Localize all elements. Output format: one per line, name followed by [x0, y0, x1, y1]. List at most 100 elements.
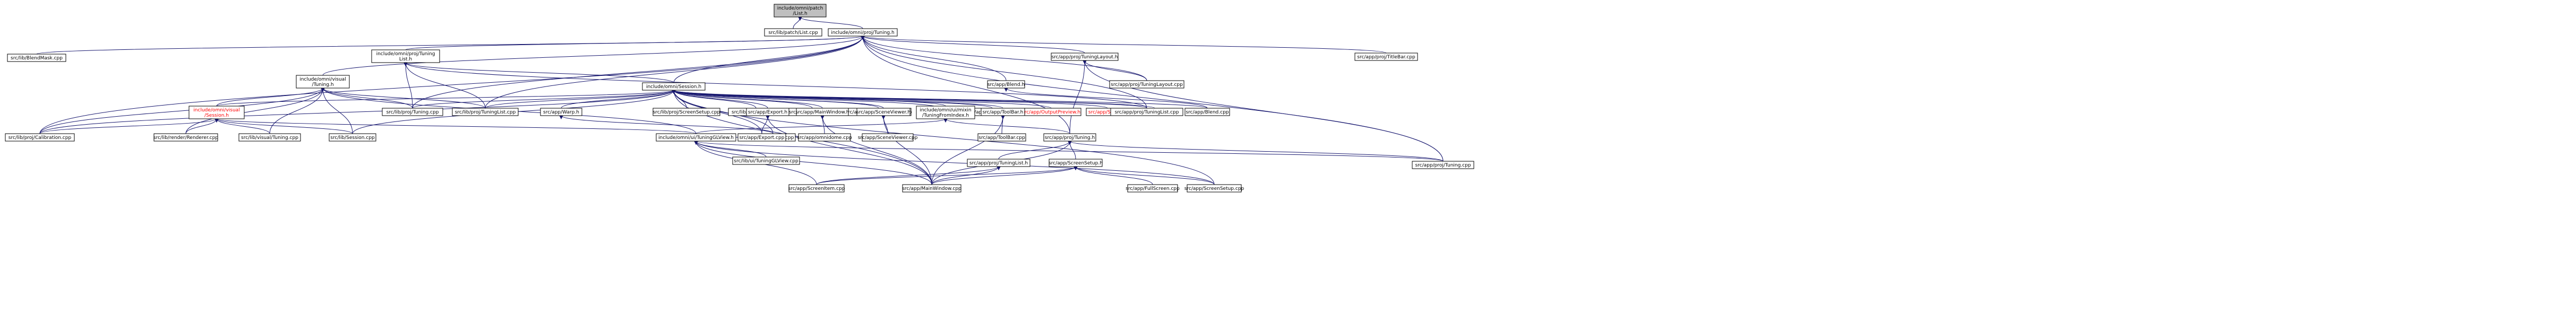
graph-node-n27[interactable]: include/omni/ui/mixin/TuningFromIndex.h — [916, 106, 975, 119]
graph-node-n45[interactable]: src/app/proj/Tuning.cpp — [1412, 161, 1474, 169]
dependency-edge — [861, 36, 1070, 134]
node-label: src/app/MainWindow.cpp — [902, 186, 961, 191]
node-box — [1354, 53, 1418, 61]
node-label: /Tuning.h — [312, 82, 333, 88]
graph-node-n1[interactable]: src/lib/patch/List.cpp — [764, 28, 822, 37]
graph-node-n38[interactable]: src/app/omnidome.cpp — [797, 133, 852, 142]
graph-node-n6[interactable]: src/app/proj/TitleBar.cpp — [1354, 53, 1418, 61]
dependency-edge — [216, 90, 676, 107]
graph-node-n43[interactable]: src/app/proj/TuningList.h — [967, 159, 1031, 167]
dependency-edge — [881, 115, 932, 185]
node-label: src/lib/visual/Tuning.cpp — [241, 135, 298, 141]
graph-node-n19[interactable]: src/app/OutputPreview.h — [1021, 108, 1081, 116]
graph-node-n31[interactable]: src/lib/proj/Calibration.cpp — [5, 133, 75, 142]
dependency-edge — [672, 90, 1108, 109]
graph-node-n34[interactable]: src/lib/Session.cpp — [329, 133, 376, 142]
graph-node-n13[interactable]: src/lib/proj/ScreenSetup.cpp — [652, 108, 720, 116]
graph-node-n39[interactable]: src/app/SceneViewer.cpp — [858, 133, 918, 142]
dependency-edge — [1083, 60, 1444, 162]
graph-node-n46[interactable]: src/app/ScreenItem.cpp — [788, 184, 845, 193]
node-label: src/app/OutputPreview.h — [1022, 110, 1080, 115]
graph-node-n35[interactable]: include/omni/ui/TuningGLView.h — [656, 133, 736, 142]
node-layer: include/omni/patch/List.h src/lib/patch/L… — [5, 4, 1474, 193]
dependency-edge — [1074, 166, 1153, 185]
graph-node-n5[interactable]: src/app/proj/TuningLayout.h — [1051, 53, 1119, 61]
node-label: src/app/proj/TuningLayout.cpp — [1111, 82, 1183, 88]
graph-node-n8[interactable]: include/omni/Session.h — [642, 82, 706, 91]
dependency-edge — [672, 90, 940, 109]
node-label: src/app/Blend.h — [988, 82, 1025, 88]
node-box — [153, 133, 218, 142]
dependency-edge — [861, 36, 1387, 54]
graph-node-n29[interactable]: src/app/proj/TuningList.cpp — [1110, 108, 1183, 116]
dependency-edge — [816, 166, 1078, 185]
dependency-edge — [694, 141, 1215, 185]
graph-node-n44[interactable]: src/app/ScreenSetup.h — [1049, 159, 1103, 167]
dependency-edge — [185, 88, 325, 134]
node-label: /Session.h — [204, 113, 229, 118]
node-label: src/lib/render/Renderer.cpp — [153, 135, 218, 141]
node-label: src/app/SceneViewer.cpp — [858, 135, 918, 141]
graph-node-n26[interactable]: src/app/SceneViewer.h — [856, 108, 911, 116]
dependency-edge — [403, 62, 413, 109]
node-label: src/app/Blend.cpp — [1186, 110, 1229, 115]
dependency-edge — [214, 118, 697, 134]
node-box — [5, 133, 75, 142]
dependency-edge — [36, 36, 865, 55]
node-box — [296, 75, 350, 89]
graph-node-n23[interactable]: src/app/Warp.h — [540, 108, 582, 116]
dependency-edge — [931, 166, 1001, 185]
node-box — [1043, 133, 1096, 142]
node-label: include/omni/ui/TuningGLView.h — [658, 135, 734, 141]
node-box — [916, 106, 975, 119]
node-box — [371, 49, 440, 63]
node-label: src/app/proj/TitleBar.cpp — [1357, 55, 1415, 60]
graph-node-n2[interactable]: include/omni/proj/Tuning.h — [828, 28, 898, 37]
graph-node-n4[interactable]: include/omni/proj/TuningList.h — [371, 49, 440, 63]
graph-node-n37[interactable]: src/app/Export.cpp — [737, 133, 786, 142]
graph-node-n33[interactable]: src/lib/visual/Tuning.cpp — [238, 133, 301, 142]
node-box — [1127, 184, 1178, 193]
node-box — [856, 108, 911, 116]
node-label: src/app/Export.h — [748, 110, 787, 115]
node-label: include/omni/ui/mixin — [920, 108, 971, 113]
node-label: src/app/Export.cpp — [740, 135, 785, 141]
graph-node-n7[interactable]: include/omni/visual/Tuning.h — [296, 75, 350, 89]
node-box — [987, 80, 1025, 89]
dependency-edge — [403, 62, 674, 83]
graph-node-n41[interactable]: src/app/proj/Tuning.h — [1043, 133, 1096, 142]
graph-node-n32[interactable]: src/lib/render/Renderer.cpp — [153, 133, 218, 142]
graph-node-n47[interactable]: src/app/MainWindow.cpp — [902, 184, 961, 193]
graph-node-n30[interactable]: src/app/Blend.cpp — [1184, 108, 1230, 116]
node-label: src/lib/proj/Tuning.cpp — [387, 110, 439, 115]
node-label: src/app/ScreenSetup.h — [1049, 161, 1103, 166]
graph-node-n42[interactable]: src/lib/ui/TuningGLView.cpp — [732, 156, 800, 165]
graph-node-n49[interactable]: src/app/ScreenSetup.cpp — [1184, 184, 1244, 193]
dependency-edge — [1068, 141, 1444, 162]
dependency-edge — [861, 36, 1147, 81]
graph-node-n24[interactable]: src/app/Export.h — [746, 108, 789, 116]
dependency-edge — [39, 36, 865, 134]
graph-node-n28[interactable]: src/app/ToolBar.h — [981, 108, 1025, 116]
node-label: include/omni/visual — [299, 77, 346, 82]
graph-node-n0[interactable]: include/omni/patch/List.h — [774, 4, 827, 18]
edge-layer — [36, 16, 1444, 185]
dependency-edge — [39, 90, 676, 134]
graph-node-n9[interactable]: src/app/Blend.h — [987, 80, 1025, 89]
node-label: src/lib/BlendMask.cpp — [11, 56, 63, 61]
node-box — [1412, 161, 1474, 169]
graph-node-n40[interactable]: src/app/ToolBar.cpp — [977, 133, 1026, 142]
dependency-edge — [1074, 166, 1215, 185]
graph-node-n10[interactable]: src/app/proj/TuningLayout.cpp — [1109, 80, 1184, 89]
node-box — [788, 184, 845, 193]
dependency-edge — [403, 62, 486, 109]
graph-node-n25[interactable]: src/app/MainWindow.h — [796, 108, 849, 116]
node-box — [862, 133, 914, 142]
dependency-edge — [943, 118, 1070, 134]
graph-node-n22[interactable]: include/omni/visual/Session.h — [188, 106, 245, 119]
graph-node-n11[interactable]: src/lib/proj/Tuning.cpp — [382, 108, 443, 116]
graph-node-n48[interactable]: src/app/FullScreen.cpp — [1126, 184, 1180, 193]
dependency-edge — [39, 118, 219, 134]
graph-node-n3[interactable]: src/lib/BlendMask.cpp — [7, 54, 66, 62]
graph-node-n12[interactable]: src/lib/proj/TuningList.cpp — [452, 108, 519, 116]
